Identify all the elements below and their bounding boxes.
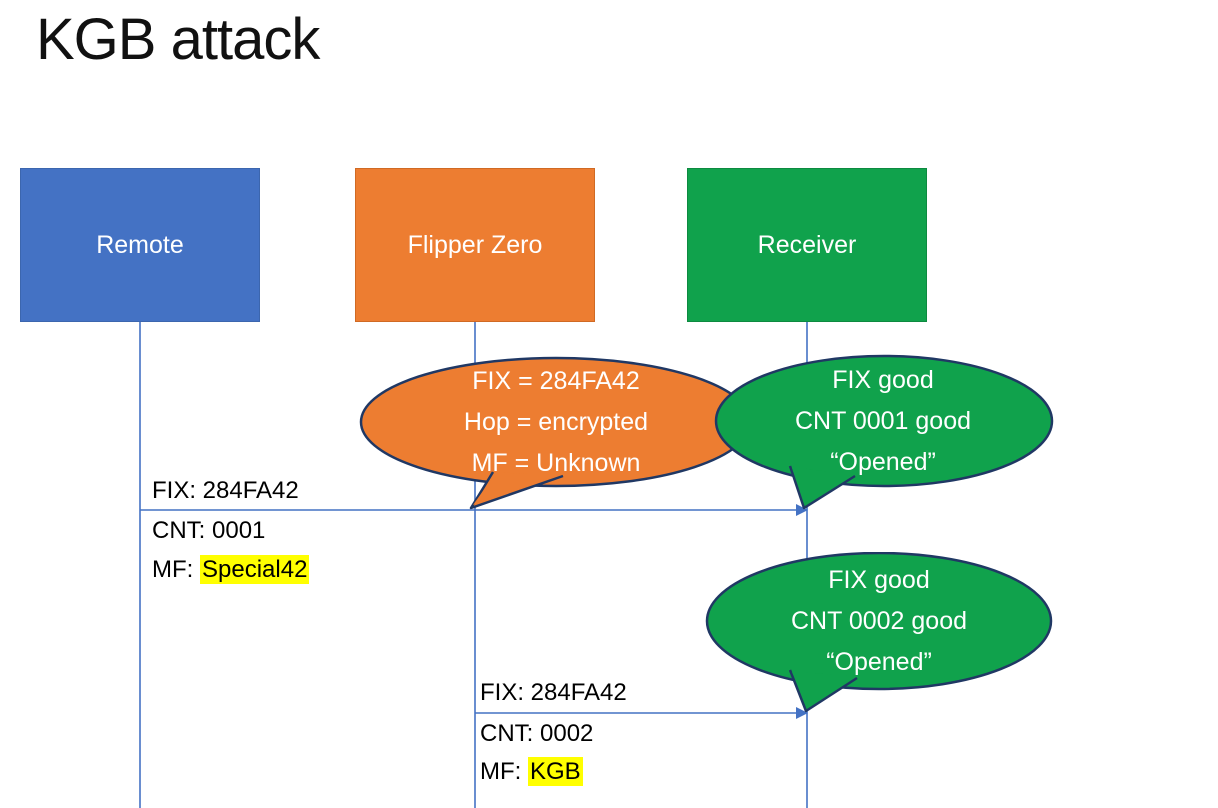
- message-1-fix: FIX: 284FA42: [152, 477, 299, 504]
- message-2-mf: MF: KGB: [480, 757, 583, 787]
- message-2-mf-highlight: KGB: [528, 757, 583, 786]
- page-title: KGB attack: [36, 7, 320, 72]
- speech-bubble-text: FIX = 284FA42 Hop = encrypted MF = Unkno…: [358, 356, 754, 488]
- speech-bubble-receiver-result-1: FIX good CNT 0001 good “Opened”: [713, 354, 1058, 516]
- actor-box-remote: Remote: [20, 168, 260, 322]
- speech-bubble-shape: [714, 354, 1054, 510]
- message-arrowhead-2: [796, 707, 808, 719]
- message-arrowhead-1: [796, 504, 808, 516]
- bubble-line: “Opened”: [826, 647, 932, 676]
- message-2-mf-prefix: MF:: [480, 758, 528, 785]
- message-2-fix: FIX: 284FA42: [480, 679, 627, 706]
- bubble-line: FIX good: [832, 365, 934, 394]
- speech-bubble-receiver-result-2: FIX good CNT 0002 good “Opened”: [705, 552, 1055, 718]
- actor-box-flipper-zero: Flipper Zero: [355, 168, 595, 322]
- speech-bubble-shape: [705, 552, 1053, 713]
- bubble-line: CNT 0002 good: [790, 606, 968, 635]
- message-1-cnt: CNT: 0001: [152, 517, 266, 544]
- bubble-line: CNT 0001 good: [794, 406, 972, 435]
- speech-bubble-text: FIX good CNT 0002 good “Opened”: [705, 552, 1053, 690]
- bubble-line: “Opened”: [830, 447, 936, 476]
- message-1-mf: MF: Special42: [152, 555, 310, 585]
- bubble-line: FIX = 284FA42: [472, 366, 640, 395]
- actor-label-receiver: Receiver: [757, 230, 857, 259]
- message-1-mf-highlight: Special42: [200, 555, 310, 584]
- message-2-cnt: CNT: 0002: [480, 720, 594, 747]
- bubble-line: Hop = encrypted: [463, 407, 649, 436]
- speech-bubble-flipper-analysis: FIX = 284FA42 Hop = encrypted MF = Unkno…: [358, 356, 758, 516]
- message-1-mf-prefix: MF:: [152, 556, 200, 583]
- actor-box-receiver: Receiver: [687, 168, 927, 322]
- bubble-line: MF = Unknown: [471, 448, 641, 477]
- speech-bubble-text: FIX good CNT 0001 good “Opened”: [713, 354, 1053, 488]
- speech-bubble-shape: [359, 356, 753, 510]
- actor-label-remote: Remote: [96, 230, 184, 259]
- bubble-line: FIX good: [828, 565, 930, 594]
- actor-label-flipper-zero: Flipper Zero: [407, 230, 543, 259]
